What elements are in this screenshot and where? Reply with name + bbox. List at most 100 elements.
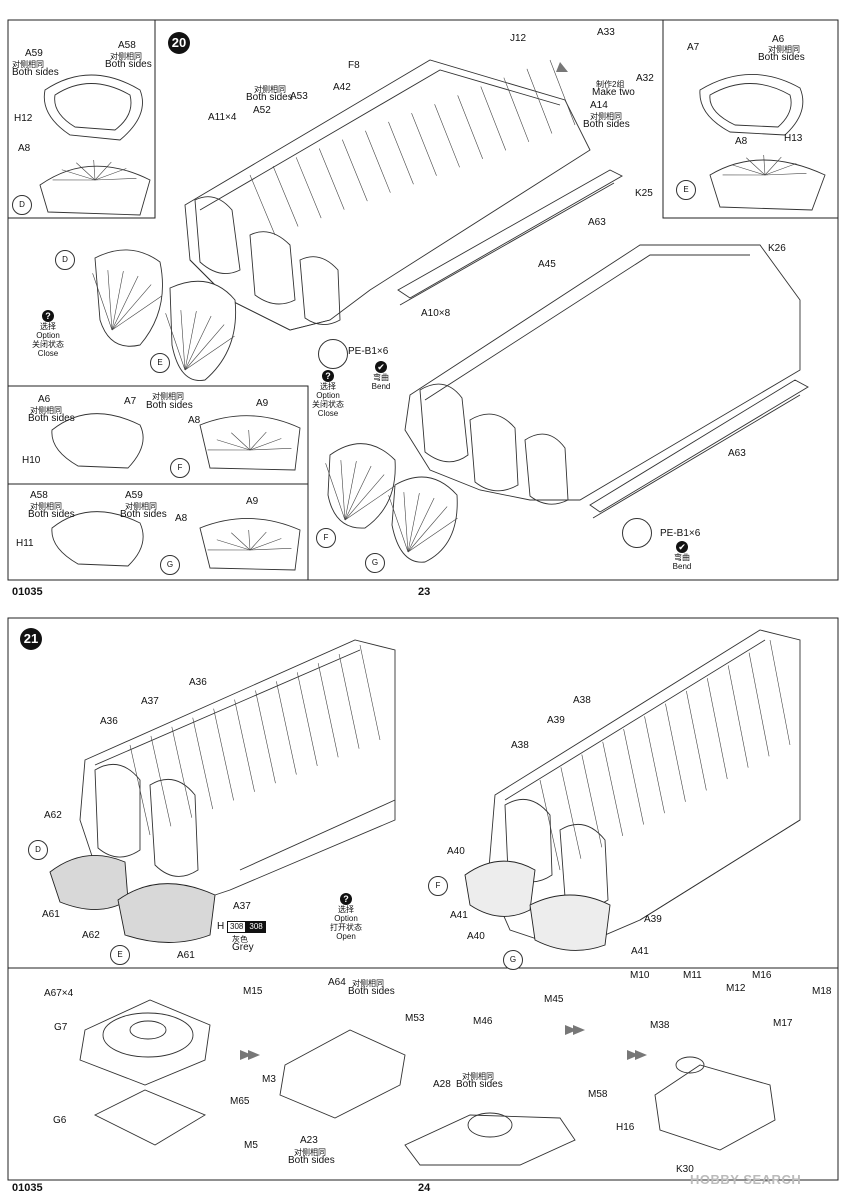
tag-g: G [160, 555, 180, 575]
open-cn: 打开状态 [330, 923, 362, 932]
callout-a58: A58 [30, 490, 48, 501]
both-sides-cn: 对侧相同 [12, 60, 44, 69]
rib-line [231, 432, 251, 451]
both-sides: Both sides [456, 1079, 503, 1090]
tag-f: F [170, 458, 190, 478]
callout-a36: A36 [189, 677, 207, 688]
bend-cn: 弯曲 [674, 553, 690, 562]
both-sides-cn: 对侧相同 [590, 112, 622, 121]
rib-line [249, 531, 267, 551]
both-sides: Both sides [758, 52, 805, 63]
callout-m5: M5 [244, 1140, 258, 1151]
tag-e: E [676, 180, 696, 200]
hatch-tag-d: D [28, 840, 48, 860]
rib-line [359, 644, 381, 741]
callout-a61: A61 [42, 909, 60, 920]
option: Option [36, 331, 60, 340]
color-code-b: 308 [246, 921, 266, 933]
rib-line [296, 672, 318, 766]
question-icon: ? [322, 370, 334, 382]
bend-note-lower: ✔ 弯曲 Bend [665, 541, 699, 571]
callout-pe-b1x6-upper: PE-B1×6 [348, 346, 389, 357]
hull-21-left [79, 639, 396, 911]
hatch-tag-e: E [110, 945, 130, 965]
rib-line [344, 465, 372, 521]
callout-a41: A41 [450, 910, 468, 921]
callout-m53: M53 [405, 1013, 425, 1024]
callout-m65: M65 [230, 1096, 250, 1107]
rib-line [344, 485, 395, 521]
callout-a63-upper: A63 [588, 217, 606, 228]
both-sides-cn: 对侧相同 [294, 1148, 326, 1157]
rib-line [184, 311, 197, 371]
color-code-letter: H [217, 921, 225, 932]
both-sides: Both sides [246, 92, 293, 103]
rib-line [111, 275, 139, 331]
rib-line [165, 313, 186, 371]
inset-d-frame [7, 19, 156, 219]
question-icon: ? [340, 893, 352, 905]
close: Close [317, 409, 339, 418]
rib-line [526, 68, 553, 134]
callout-a37: A37 [141, 696, 159, 707]
callout-a7: A7 [687, 42, 700, 53]
callout-j12: J12 [510, 33, 527, 44]
rib-line [318, 148, 345, 210]
callout-a8: A8 [735, 136, 748, 147]
make-two: Make two [592, 87, 635, 98]
close-cn: 关闭状态 [32, 340, 64, 349]
hull-21-right [487, 629, 801, 951]
inset-e-frame [662, 19, 839, 219]
color-cn: 灰色 [232, 935, 248, 944]
both-sides-cn: 对侧相同 [30, 406, 62, 415]
callout-a37: A37 [233, 901, 251, 912]
both-sides-cn: 对侧相同 [254, 85, 286, 94]
option: Option [316, 391, 340, 400]
both-sides: Both sides [348, 986, 395, 997]
callout-a23: A23 [300, 1135, 318, 1146]
rib-line [457, 95, 483, 159]
callout-m16: M16 [752, 970, 772, 981]
rib-line [549, 59, 576, 126]
callout-f8: F8 [348, 60, 360, 71]
rib-line [317, 663, 339, 758]
rib-line [276, 681, 297, 775]
rib-line [249, 538, 282, 551]
callout-a39: A39 [644, 914, 662, 925]
callout-a62: A62 [44, 810, 62, 821]
rib-line [295, 157, 322, 219]
rib-line [94, 178, 137, 181]
option-cn: 选择 [40, 322, 56, 331]
rib-line [434, 104, 460, 168]
option: Option [334, 914, 358, 923]
rib-line [76, 162, 96, 181]
callout-a7: A7 [124, 396, 137, 407]
both-sides: Both sides [288, 1155, 335, 1166]
hatch-tag-g: G [365, 553, 385, 573]
callout-a41: A41 [631, 946, 649, 957]
step21-lower-frame [7, 967, 839, 1181]
rib-line [216, 539, 251, 551]
callout-a6: A6 [38, 394, 51, 405]
rib-line [184, 324, 225, 371]
rib-line [180, 310, 186, 371]
callout-m17: M17 [773, 1018, 793, 1029]
rib-line [171, 726, 193, 818]
rib-line [129, 744, 151, 836]
rib-line [644, 716, 665, 814]
rib-line [344, 474, 385, 521]
rib-line [503, 77, 530, 143]
rib-line [94, 168, 127, 181]
bend-cn: 弯曲 [373, 373, 389, 382]
make-two-cn: 制作2组 [596, 80, 625, 89]
rib-line [403, 492, 409, 553]
both-sides-cn: 对侧相同 [352, 979, 384, 988]
watermark: HOBBY SEARCH [690, 1172, 802, 1187]
callout-a11x4: A11×4 [208, 112, 237, 123]
rib-line [763, 154, 766, 176]
rib-line [249, 448, 292, 451]
callout-a64: A64 [328, 977, 346, 988]
rib-line [388, 495, 409, 553]
bend: Bend [672, 562, 692, 571]
